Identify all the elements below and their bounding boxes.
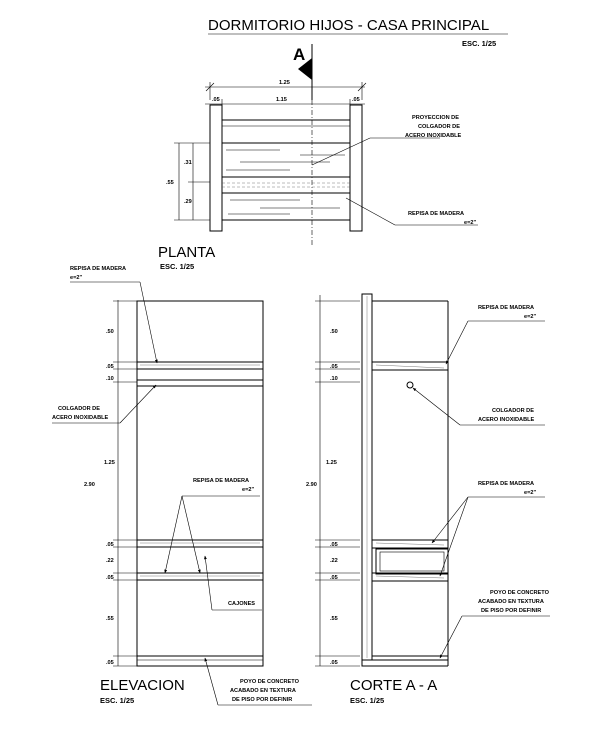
sec-note-base-2: ACABADO EN TEXTURA [478, 599, 544, 605]
sec-label: CORTE A - A [350, 677, 437, 694]
drawing-title: DORMITORIO HIJOS - CASA PRINCIPAL [208, 17, 489, 34]
elev-note-shelf-mid-2: e=2" [242, 487, 254, 493]
sec-note-shelf-top-2: e=2" [524, 314, 536, 320]
sec-note-rod-1: COLGADOR DE [492, 408, 534, 414]
plan-dim-inner: 1.15 [276, 97, 287, 103]
elev-note-base-2: ACABADO EN TEXTURA [230, 688, 296, 694]
plan-scale: ESC. 1/25 [160, 262, 194, 271]
plan-note-rod-1: PROYECCION DE [412, 115, 459, 121]
elev-dim-d1: .50 [106, 329, 114, 335]
plan-note-shelf-1: REPISA DE MADERA [408, 211, 464, 217]
sec-note-shelf-mid-1: REPISA DE MADERA [478, 481, 534, 487]
plan-dim-left: .05 [212, 97, 220, 103]
sec-note-base-3: DE PISO POR DEFINIR [481, 608, 541, 614]
elev-note-rod-2: ACERO INOXIDABLE [52, 415, 109, 421]
elev-label: ELEVACION [100, 677, 185, 694]
plan-note-rod-2: COLGADOR DE [418, 124, 460, 130]
elev-note-rod-1: COLGADOR DE [58, 406, 100, 412]
elev-dim-d9: .05 [106, 660, 114, 666]
sec-dim-d7: .05 [330, 575, 338, 581]
plan-label: PLANTA [158, 244, 215, 261]
sec-dim-d3: .10 [330, 376, 338, 382]
elev-dim-d6: .22 [106, 558, 114, 564]
plan-dim-depth-b: .29 [184, 199, 192, 205]
sec-dim-d2: .05 [330, 364, 338, 370]
elev-scale: ESC. 1/25 [100, 696, 134, 705]
title-scale: ESC. 1/25 [462, 39, 496, 48]
sec-scale: ESC. 1/25 [350, 696, 384, 705]
plan-note-shelf-2: e=2" [464, 220, 476, 226]
elev-note-shelf-top-2: e=2" [70, 275, 82, 281]
sec-note-rod-2: ACERO INOXIDABLE [478, 417, 535, 423]
section-view: .50 .05 .10 1.25 .05 .22 .05 .55 .05 2.9… [306, 293, 550, 705]
plan-view: 1.25 .05 1.15 .05 .55 [158, 80, 478, 271]
elev-dim-d2: .05 [106, 364, 114, 370]
plan-dim-right: .05 [352, 97, 360, 103]
sec-dim-d5: .05 [330, 542, 338, 548]
plan-dim-depth-a: .31 [184, 160, 192, 166]
sec-dim-d4: 1.25 [326, 460, 337, 466]
elev-dim-d5: .05 [106, 542, 114, 548]
sec-dim-d8: .55 [330, 616, 338, 622]
section-marker: A [293, 44, 313, 100]
elev-note-base-1: POYO DE CONCRETO [240, 679, 300, 685]
section-arrow-icon [298, 58, 312, 80]
sec-dim-total: 2.90 [306, 482, 317, 488]
svg-text:A: A [293, 45, 305, 64]
elev-dim-total: 2.90 [84, 482, 95, 488]
plan-dim-total: 1.25 [279, 80, 290, 86]
elev-note-shelf-mid-1: REPISA DE MADERA [193, 478, 249, 484]
elevation-view: .50 .05 .10 1.25 .05 .22 .05 .55 .05 2.9… [52, 266, 312, 706]
elev-dim-d8: .55 [106, 616, 114, 622]
sec-note-base-1: POYO DE CONCRETO [490, 590, 550, 596]
elev-dim-d4: 1.25 [104, 460, 115, 466]
sec-dim-d9: .05 [330, 660, 338, 666]
elev-note-shelf-top-1: REPISA DE MADERA [70, 266, 126, 272]
sec-note-shelf-top-1: REPISA DE MADERA [478, 305, 534, 311]
plan-note-rod-3: ACERO INOXIDABLE [405, 133, 462, 139]
sec-note-shelf-mid-2: e=2" [524, 490, 536, 496]
sec-dim-d1: .50 [330, 329, 338, 335]
elev-note-base-3: DE PISO POR DEFINIR [232, 697, 292, 703]
elev-note-drawers: CAJONES [228, 601, 255, 607]
sec-dim-d6: .22 [330, 558, 338, 564]
elev-dim-d7: .05 [106, 575, 114, 581]
plan-dim-depth: .55 [166, 180, 174, 186]
elev-dim-d3: .10 [106, 376, 114, 382]
